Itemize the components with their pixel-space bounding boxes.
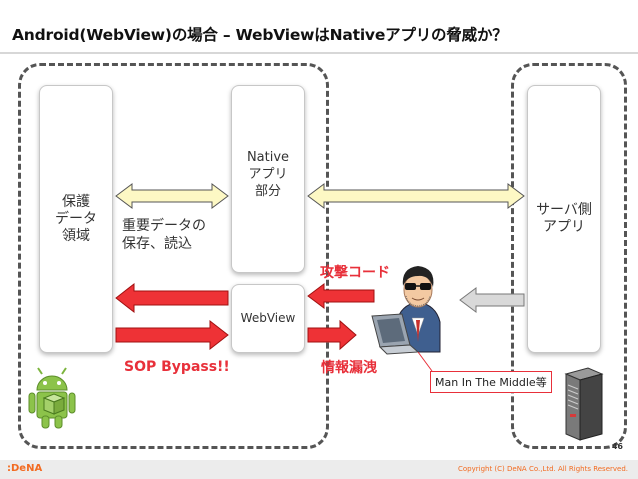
footer-bar bbox=[0, 460, 638, 479]
server-communication-arrow bbox=[307, 183, 525, 209]
page-number: 46 bbox=[611, 442, 623, 451]
protected-data-label: 保護 データ 領域 bbox=[55, 193, 97, 244]
sop-bypass-label: SOP Bypass!! bbox=[124, 359, 230, 375]
protected-to-webview-arrow bbox=[115, 319, 229, 351]
important-data-label: 重要データの 保存、読込 bbox=[122, 218, 206, 252]
native-app-label: Native アプリ 部分 bbox=[246, 150, 290, 199]
attack-code-label: 攻撃コード bbox=[320, 265, 390, 281]
server-to-attacker-arrow bbox=[459, 287, 525, 313]
data-access-arrow bbox=[115, 183, 229, 209]
leak-arrow bbox=[307, 319, 357, 351]
title-divider bbox=[0, 52, 638, 54]
copyright-text: Copyright (C) DeNA Co.,Ltd. All Rights R… bbox=[458, 465, 628, 473]
android-icon bbox=[28, 367, 76, 429]
server-app-box: サーバ側 アプリ bbox=[527, 85, 601, 353]
attack-to-webview-arrow bbox=[307, 283, 375, 309]
hacker-icon bbox=[371, 266, 441, 355]
protected-data-box: 保護 データ 領域 bbox=[39, 85, 113, 353]
native-app-box: Native アプリ 部分 bbox=[231, 85, 305, 273]
brand-logo: :DeNA bbox=[7, 463, 43, 474]
webview-to-protected-arrow bbox=[115, 282, 229, 314]
webview-label: WebView bbox=[240, 311, 296, 325]
webview-box: WebView bbox=[231, 284, 305, 353]
mitm-connector bbox=[417, 351, 433, 372]
page-title: Android(WebView)の場合 – WebViewはNativeアプリの… bbox=[12, 26, 508, 44]
info-leak-label: 情報漏洩 bbox=[321, 360, 377, 376]
device-region bbox=[18, 63, 329, 449]
server-app-label: サーバ側 アプリ bbox=[536, 202, 592, 235]
mitm-label: Man In The Middle等 bbox=[430, 371, 552, 393]
server-region bbox=[511, 63, 627, 449]
server-icon bbox=[564, 367, 604, 441]
